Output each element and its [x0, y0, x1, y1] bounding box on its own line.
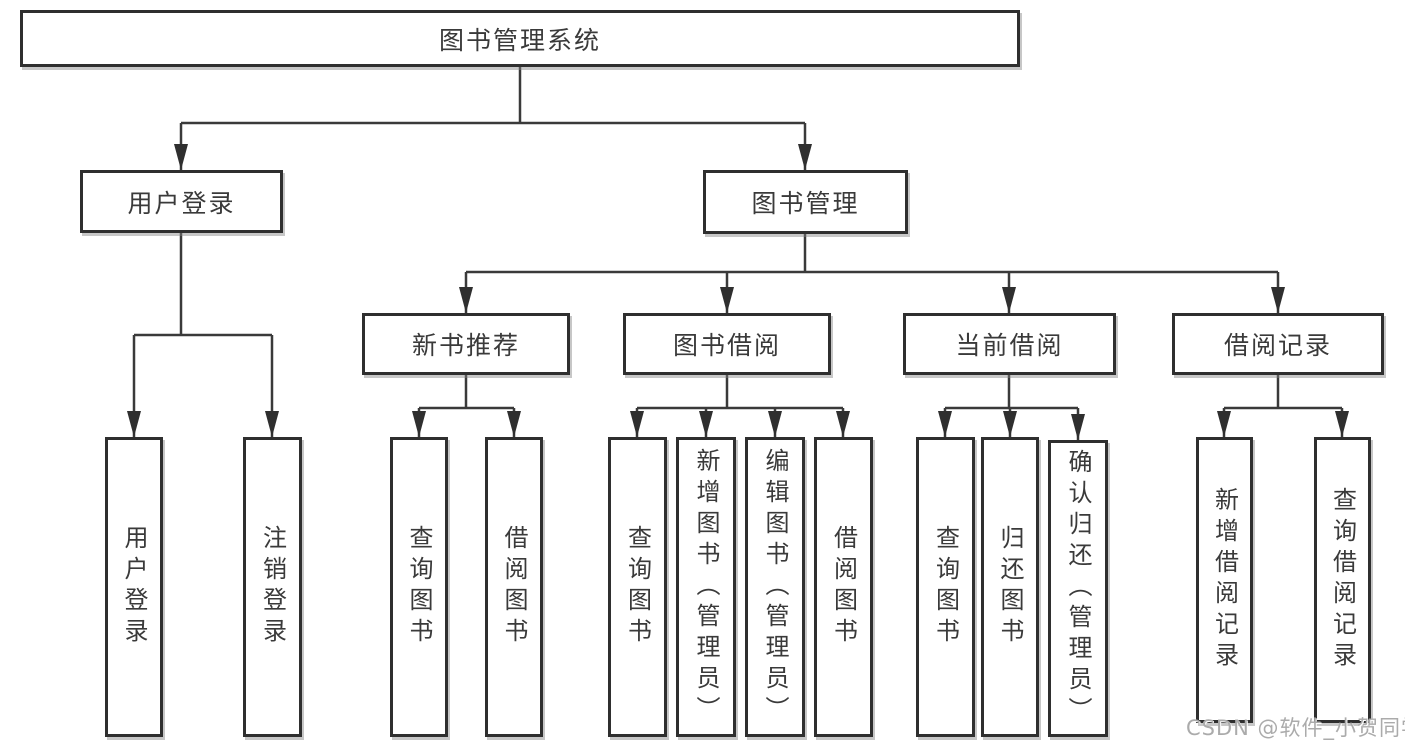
- leaf-bb-query-books: 查询图书: [608, 437, 667, 737]
- node-label: 当前借阅: [955, 331, 1064, 360]
- node-label: 借阅图书: [500, 525, 528, 649]
- leaf-br-add-record: 新增借阅记录: [1196, 437, 1253, 723]
- node-current-borrowing: 当前借阅: [903, 313, 1116, 375]
- node-borrowing-records: 借阅记录: [1172, 313, 1384, 375]
- node-label: 查询图书: [405, 525, 433, 649]
- node-label: 图书管理: [751, 189, 860, 218]
- node-user-login: 用户登录: [80, 170, 283, 233]
- node-label: 图书借阅: [672, 331, 781, 360]
- node-label: 归还图书: [996, 525, 1024, 649]
- node-label: 用户登录: [127, 188, 236, 218]
- leaf-nb-query-books: 查询图书: [390, 437, 448, 737]
- node-label: 查询借阅记录: [1328, 487, 1357, 673]
- leaf-bb-add-books-admin: 新增图书（管理员）: [676, 437, 736, 737]
- node-label: 注销登录: [258, 525, 287, 649]
- node-label: 新书推荐: [411, 331, 520, 360]
- leaf-user-login: 用户登录: [105, 437, 163, 737]
- node-book-management: 图书管理: [703, 170, 908, 234]
- leaf-nb-borrow-books: 借阅图书: [485, 437, 543, 737]
- watermark-text: CSDN @软件_小贺同学: [1186, 716, 1405, 740]
- node-label: 新增图书（管理员）: [692, 447, 720, 727]
- leaf-logout-login: 注销登录: [243, 437, 302, 737]
- node-label: 确认归还（管理员）: [1064, 449, 1092, 728]
- leaf-cb-confirm-return-admin: 确认归还（管理员）: [1048, 440, 1108, 737]
- node-label: 借阅图书: [829, 525, 858, 649]
- leaf-bb-edit-books-admin: 编辑图书（管理员）: [745, 437, 805, 737]
- node-book-borrowing: 图书借阅: [623, 313, 831, 375]
- node-label: 用户登录: [120, 525, 148, 649]
- node-label: 查询图书: [931, 525, 960, 649]
- node-new-book-recommend: 新书推荐: [362, 313, 570, 375]
- leaf-bb-borrow-books: 借阅图书: [814, 437, 873, 737]
- node-label: 查询图书: [623, 525, 652, 649]
- node-label: 编辑图书（管理员）: [761, 447, 789, 727]
- node-root: 图书管理系统: [20, 10, 1020, 67]
- node-label: 新增借阅记录: [1210, 487, 1239, 673]
- leaf-cb-return-books: 归还图书: [981, 437, 1039, 737]
- node-label: 借阅记录: [1223, 331, 1332, 360]
- leaf-cb-query-books: 查询图书: [916, 437, 975, 737]
- leaf-br-query-record: 查询借阅记录: [1314, 437, 1371, 723]
- node-label: 图书管理系统: [438, 25, 601, 55]
